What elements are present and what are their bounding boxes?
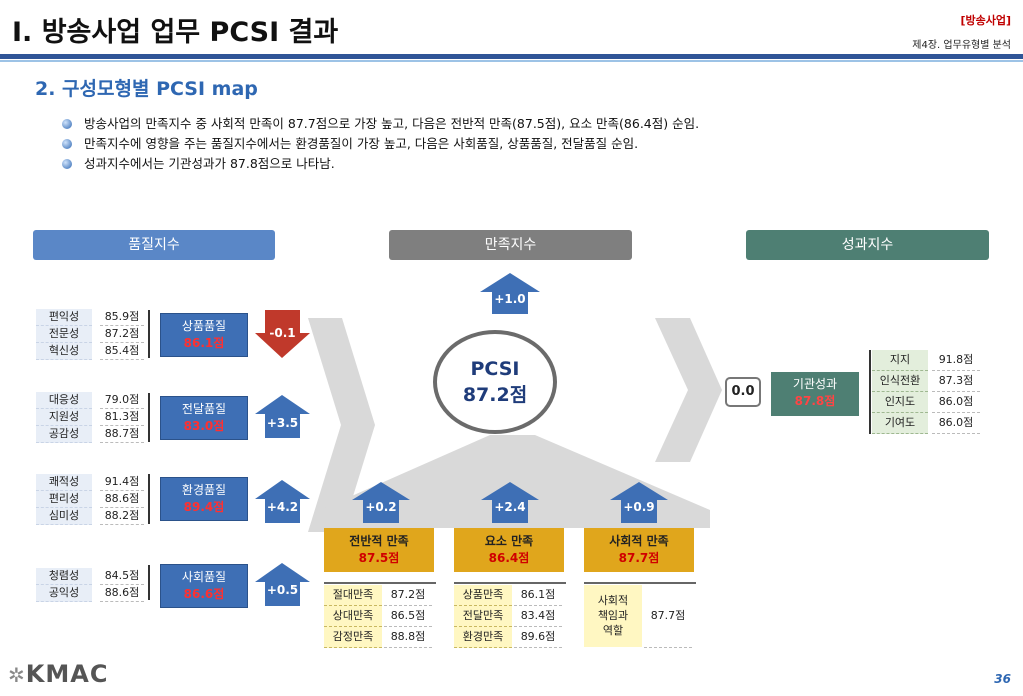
social-quality-change: +0.5 <box>266 583 299 597</box>
header-divider <box>0 54 1023 59</box>
satisfaction-index-header: 만족지수 <box>389 230 632 260</box>
header-divider-light <box>0 60 1023 62</box>
up-arrow-icon <box>480 273 540 314</box>
chapter-label: 제4장. 업무유형별 분석 <box>912 40 1011 51</box>
chevron-right-icon <box>655 318 722 462</box>
overall-satisfaction-box: 전반적 만족 87.5점 <box>324 528 434 572</box>
kmac-logo-icon: ✲ <box>8 663 26 687</box>
institution-performance-box: 기관성과 87.8점 <box>771 372 859 416</box>
delivery-quality-change: +3.5 <box>266 416 299 430</box>
up-arrow-icon <box>255 563 310 606</box>
up-arrow-icon <box>481 482 539 523</box>
section-tag: [방송사업] <box>960 14 1011 27</box>
product-quality-change: -0.1 <box>269 326 296 340</box>
social-satisfaction-box: 사회적 만족 87.7점 <box>584 528 694 572</box>
kmac-logo: ✲KMAC <box>8 660 109 688</box>
social-responsibility-label: 사회적 책임과 역할 <box>584 585 642 647</box>
bullet-icon <box>62 139 72 149</box>
performance-index-header: 성과지수 <box>746 230 989 260</box>
social-satisfaction-items: 사회적 책임과 역할 87.7점 <box>584 585 696 648</box>
bullet-item: 만족지수에 영향을 주는 품질지수에서는 환경품질이 가장 높고, 다음은 사회… <box>62 134 699 154</box>
element-satisfaction-box: 요소 만족 86.4점 <box>454 528 564 572</box>
page-number: 36 <box>994 672 1011 686</box>
social-satisfaction-change: +0.9 <box>623 500 655 514</box>
delivery-quality-box: 전달품질 83.0점 <box>160 396 248 440</box>
pcsi-score-ellipse: PCSI 87.2점 <box>433 330 557 434</box>
chevron-right-icon <box>308 318 375 532</box>
page-title: I. 방송사업 업무 PCSI 결과 <box>12 17 339 48</box>
product-quality-box: 상품품질 86.1점 <box>160 313 248 357</box>
up-arrow-icon <box>255 480 310 523</box>
pcsi-change: +1.0 <box>494 292 526 306</box>
funnel-shape <box>320 435 710 528</box>
bullet-item: 방송사업의 만족지수 중 사회적 만족이 87.7점으로 가장 높고, 다음은 … <box>62 114 699 134</box>
overall-satisfaction-change: +0.2 <box>365 500 397 514</box>
up-arrow-icon <box>610 482 668 523</box>
up-arrow-icon <box>352 482 410 523</box>
environment-quality-box: 환경품질 89.4점 <box>160 477 248 521</box>
environment-quality-change: +4.2 <box>266 500 299 514</box>
summary-bullets: 방송사업의 만족지수 중 사회적 만족이 87.7점으로 가장 높고, 다음은 … <box>62 114 699 174</box>
down-arrow-icon <box>255 310 310 358</box>
element-satisfaction-change: +2.4 <box>494 500 526 514</box>
bullet-icon <box>62 119 72 129</box>
performance-change-badge: 0.0 <box>725 377 761 407</box>
up-arrow-icon <box>255 395 310 438</box>
social-responsibility-value: 87.7점 <box>644 585 692 648</box>
section-subtitle: 2. 구성모형별 PCSI map <box>35 78 258 100</box>
bullet-icon <box>62 159 72 169</box>
social-quality-box: 사회품질 86.6점 <box>160 564 248 608</box>
quality-index-header: 품질지수 <box>33 230 275 260</box>
bullet-item: 성과지수에서는 기관성과가 87.8점으로 나타남. <box>62 154 699 174</box>
